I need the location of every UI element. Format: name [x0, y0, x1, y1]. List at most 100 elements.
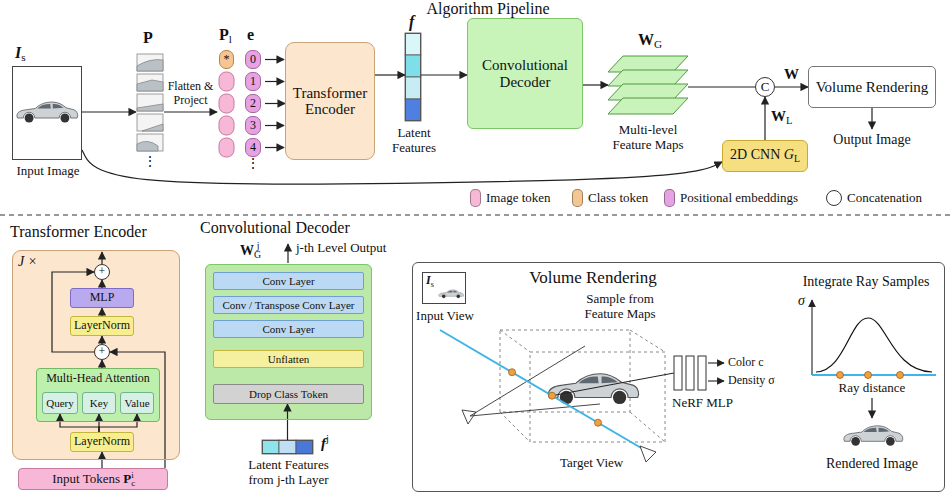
- connector: [688, 86, 755, 87]
- label-text: Output Image: [833, 132, 910, 147]
- connector: [421, 74, 467, 75]
- rect-shape: [219, 72, 234, 91]
- node-text: Drop Class Token: [249, 388, 328, 400]
- node-text: 3: [250, 118, 256, 132]
- label-group: Target View: [560, 456, 623, 471]
- attention-box: Multi-Head AttentionQuery Key Value: [36, 368, 160, 422]
- connector: [60, 414, 99, 432]
- class-token: *: [219, 50, 234, 69]
- label-group: NeRF MLP: [672, 396, 733, 411]
- node-text: i: [131, 470, 134, 480]
- node-text: 0: [250, 52, 256, 66]
- rect-shape: [219, 138, 234, 157]
- node-text: +: [99, 344, 106, 358]
- rect-shape: [36, 368, 160, 422]
- node-text: L: [794, 153, 800, 164]
- node-text: Input Tokens: [52, 471, 120, 486]
- circle-shape: [595, 419, 602, 426]
- node-text: 2: [250, 96, 256, 110]
- conv-layer: Conv Layer: [213, 272, 364, 290]
- line-shape: [500, 330, 530, 352]
- text-flow: C: [761, 80, 770, 94]
- label-text: Ray distance: [839, 380, 906, 395]
- car-picture: [17, 102, 78, 122]
- car-thumbnail: [439, 290, 464, 298]
- text-flow: 1: [250, 75, 256, 88]
- connector: [101, 452, 102, 468]
- circle-shape: [509, 369, 516, 376]
- diagram-title: Algorithm Pipeline: [410, 0, 566, 18]
- image-token-pills: [219, 72, 234, 157]
- token-arrows: [265, 60, 284, 148]
- encoder-output-arrow: [101, 252, 102, 264]
- path-shape: [137, 80, 163, 91]
- node-text: Volume Rendering: [529, 268, 657, 287]
- text-flow: Drop Class Token: [249, 388, 328, 400]
- unflatten-layer: Unflatten: [213, 350, 364, 368]
- output-arrow: [871, 108, 872, 129]
- rect-shape: [137, 54, 163, 71]
- node-text: Multi-Head Attention: [46, 371, 150, 385]
- conv-layer: Conv Layer: [213, 320, 364, 338]
- text-group: Input View: [413, 309, 477, 324]
- legend-entry: Class token: [572, 189, 648, 207]
- sample-cube: [500, 330, 665, 442]
- image-patches: [137, 54, 163, 151]
- latent-cells-j: [262, 440, 313, 454]
- node-text: Transformer Encoder: [10, 223, 147, 240]
- label-text: ⋮: [246, 156, 260, 171]
- plot-ray-axis: [812, 374, 936, 376]
- node-text: P: [143, 29, 153, 46]
- text-group: Latent Features from j-th Layer: [239, 458, 339, 488]
- label-group: σ: [798, 293, 805, 309]
- density-curve: [816, 318, 932, 372]
- circle-shape: [897, 372, 904, 379]
- positional-embedding: 0: [245, 50, 261, 69]
- text-flow: 2: [250, 97, 256, 110]
- node-text: I: [15, 44, 21, 61]
- label-text: Target View: [560, 455, 623, 470]
- node-text: f: [409, 13, 414, 30]
- cnn-box: 2D CNNGL: [722, 140, 808, 172]
- separator-line: [0, 214, 952, 215]
- label-text: j-th Level Output: [296, 240, 386, 255]
- node-text: Input View: [416, 308, 474, 323]
- connector: [583, 84, 608, 85]
- circle-shape: [549, 392, 556, 399]
- node-text: LayerNorm: [74, 318, 130, 332]
- volume-rendering-box: Volume Rendering: [808, 66, 936, 108]
- node-text: j: [326, 433, 329, 444]
- text-flow: Query: [46, 397, 74, 409]
- rendered-car: [844, 426, 903, 446]
- rect-shape: [674, 356, 682, 390]
- node-text: Key: [90, 397, 108, 409]
- text-group: Transformer Encoder: [10, 223, 147, 241]
- label-group: J ×: [18, 254, 37, 270]
- node-text: LayerNorm: [74, 434, 130, 448]
- mlp-output-arrow: [708, 380, 724, 381]
- transformer-encoder-box: Transformer Encoder: [285, 42, 375, 160]
- node-text: f: [321, 435, 326, 451]
- node-text: Conv Layer: [262, 323, 314, 335]
- connector: [164, 111, 217, 112]
- connector: [101, 280, 102, 288]
- node-text: G: [654, 38, 662, 50]
- text-flow: Key: [90, 397, 108, 409]
- connector: [265, 103, 285, 104]
- label-group: Density σ: [728, 374, 775, 388]
- label-text: σ: [798, 293, 805, 308]
- node-text: Unflatten: [268, 353, 310, 365]
- input-image-frame: IsInput Image: [12, 66, 82, 160]
- value-box: Value: [120, 392, 154, 414]
- rect-shape: [219, 94, 234, 113]
- legend-swatch: [470, 189, 481, 207]
- text-flow: LayerNorm: [74, 319, 130, 332]
- node-text: s: [21, 51, 25, 63]
- connector: [764, 97, 765, 140]
- rect-shape: [405, 55, 421, 77]
- path-shape: [137, 60, 163, 71]
- label-text: J ×: [18, 254, 37, 269]
- node-text: W: [638, 31, 654, 48]
- label-text: NeRF MLP: [672, 395, 733, 410]
- node-text: Volume Rendering: [816, 79, 929, 95]
